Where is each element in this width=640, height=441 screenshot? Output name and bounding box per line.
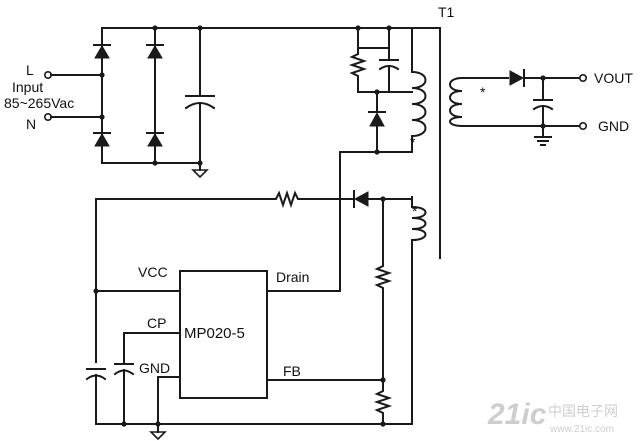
ground-icon (534, 136, 552, 146)
clamp-capacitor (378, 47, 400, 93)
watermark-url: www.21ic.com (549, 424, 614, 435)
output-stage: VOUT GND (461, 69, 633, 146)
clamp-resistor (348, 47, 368, 93)
watermark: 21ic 中国电子网 www.21ic.com (487, 398, 618, 435)
aux-winding: * (410, 196, 427, 250)
bridge-diode-d3 (93, 132, 111, 147)
label-input-range: 85~265Vac (4, 95, 74, 111)
pin-drain-label: Drain (276, 269, 309, 285)
mp020-5-chip: MP020-5 VCC Drain CP GND FB (138, 264, 309, 399)
pin-gnd-label: GND (139, 360, 170, 376)
fb-resistor-top (373, 262, 393, 292)
output-diode (509, 69, 525, 87)
pin-vcc-label: VCC (138, 264, 168, 280)
terminal-gnd (578, 122, 587, 131)
input-terminals: L Input 85~265Vac N (4, 62, 76, 132)
fb-divider (266, 198, 393, 425)
bridge-diode-d4 (146, 132, 164, 147)
fb-resistor-bottom (373, 387, 393, 425)
drain-wire (266, 151, 413, 292)
bridge-rectifier (74, 25, 439, 166)
label-n: N (26, 116, 36, 132)
rcd-clamp (348, 25, 413, 155)
ground-icon (191, 169, 209, 179)
secondary-winding: * (449, 76, 486, 128)
bridge-diode-d1 (93, 44, 111, 59)
watermark-brand: 21ic (487, 398, 547, 431)
chip-name: MP020-5 (184, 325, 245, 342)
startup-resistor (271, 189, 303, 209)
terminal-vout (578, 74, 587, 83)
pin-cp-label: CP (147, 315, 166, 331)
dot-primary: * (410, 134, 416, 150)
cp-capacitor (113, 332, 181, 425)
bulk-capacitor (184, 25, 216, 179)
label-l: L (26, 62, 34, 78)
primary-winding: * (410, 27, 427, 153)
bridge-diode-d2 (146, 44, 164, 59)
dot-aux: * (412, 203, 418, 219)
transformer-t1: T1 * * * (410, 4, 486, 259)
aux-supply (85, 189, 413, 441)
label-vout: VOUT (594, 70, 633, 86)
output-capacitor (532, 77, 554, 138)
vcc-capacitor (85, 368, 107, 425)
clamp-diode (368, 91, 386, 153)
label-t1: T1 (438, 4, 455, 20)
label-input: Input (12, 79, 43, 95)
watermark-site-cn: 中国电子网 (548, 403, 618, 419)
ground-icon (149, 431, 167, 441)
aux-diode (353, 190, 369, 208)
pin-fb-label: FB (283, 363, 301, 379)
label-gnd-out: GND (598, 118, 629, 134)
dot-secondary: * (480, 84, 486, 100)
